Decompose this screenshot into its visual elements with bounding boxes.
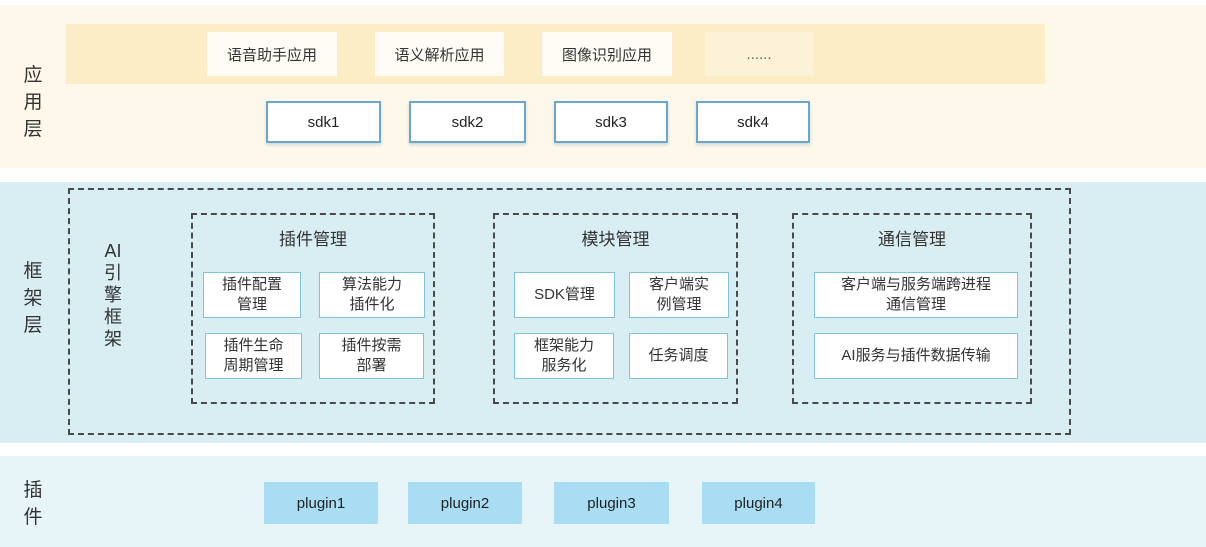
ai-engine-framework-label: AI引擎框架 xyxy=(104,241,122,349)
box-framework-capability-servicification: 框架能力 服务化 xyxy=(514,333,614,379)
box-client-instance-management: 客户端实 例管理 xyxy=(629,272,729,318)
box-plugin-on-demand-deployment: 插件按需 部署 xyxy=(319,333,424,379)
group-module-management: 模块管理 SDK管理 客户端实 例管理 框架能力 服务化 任务调度 xyxy=(493,213,738,404)
group-module-management-title: 模块管理 xyxy=(581,230,650,249)
app-box-voice-assistant: 语音助手应用 xyxy=(207,32,337,76)
plugin-layer-section: 插件 plugin1 plugin2 plugin3 plugin4 xyxy=(0,456,1206,547)
sdk-box-3: sdk3 xyxy=(554,101,668,143)
plugin-box-1: plugin1 xyxy=(264,482,378,524)
plugin-box-4: plugin4 xyxy=(702,482,815,524)
framework-layer-section: 框架层 AI引擎框架 插件管理 插件配置 管理 算法能力 插件化 插件生命 周期… xyxy=(0,182,1206,443)
box-client-server-cross-process-communication: 客户端与服务端跨进程 通信管理 xyxy=(814,272,1018,318)
app-box-image-recognition: 图像识别应用 xyxy=(542,32,672,76)
sdk-box-2: sdk2 xyxy=(409,101,526,143)
sdk-box-4: sdk4 xyxy=(696,101,810,143)
ai-engine-framework-box xyxy=(68,188,1071,435)
box-sdk-management: SDK管理 xyxy=(514,272,615,318)
box-algorithm-capability-pluginization: 算法能力 插件化 xyxy=(319,272,425,318)
group-plugin-management: 插件管理 插件配置 管理 算法能力 插件化 插件生命 周期管理 插件按需 部署 xyxy=(191,213,435,404)
box-ai-service-plugin-data-transfer: AI服务与插件数据传输 xyxy=(814,333,1018,379)
group-communication-management: 通信管理 客户端与服务端跨进程 通信管理 AI服务与插件数据传输 xyxy=(792,213,1032,404)
plugin-box-2: plugin2 xyxy=(408,482,522,524)
box-plugin-config-management: 插件配置 管理 xyxy=(203,272,301,318)
app-box-semantic-parsing: 语义解析应用 xyxy=(375,32,504,76)
application-layer-section: 应用层 语音助手应用 语义解析应用 图像识别应用 ...... sdk1 sdk… xyxy=(0,5,1206,168)
box-plugin-lifecycle-management: 插件生命 周期管理 xyxy=(205,333,302,379)
group-communication-management-title: 通信管理 xyxy=(878,230,946,249)
plugin-layer-label: 插件 xyxy=(23,480,43,528)
box-task-scheduling: 任务调度 xyxy=(629,333,728,379)
application-layer-label: 应用层 xyxy=(23,65,43,140)
framework-layer-label: 框架层 xyxy=(23,261,43,336)
group-plugin-management-title: 插件管理 xyxy=(279,230,347,249)
plugin-box-3: plugin3 xyxy=(554,482,669,524)
sdk-box-1: sdk1 xyxy=(266,101,381,143)
app-box-ellipsis: ...... xyxy=(705,32,813,76)
